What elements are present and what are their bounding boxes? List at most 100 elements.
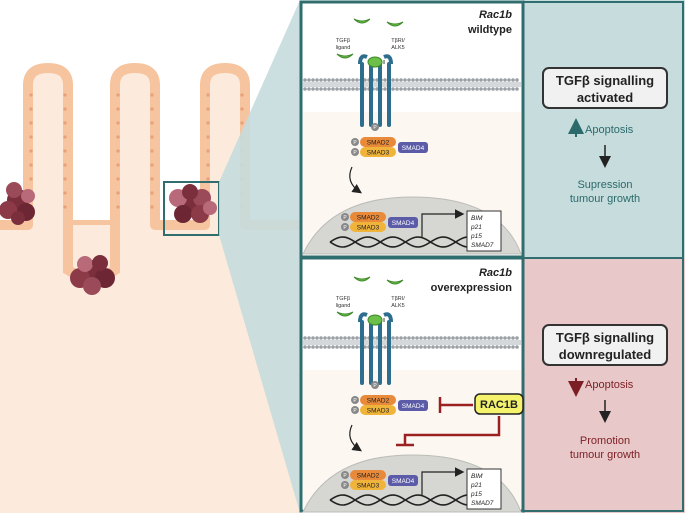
- cyto-smad2: [360, 395, 396, 405]
- membrane-head: [435, 78, 439, 82]
- nuc-smad3: [350, 480, 386, 490]
- ligand-label-2: ligand: [336, 303, 351, 309]
- translocation-arrow: [349, 166, 362, 194]
- membrane-head: [431, 345, 435, 349]
- membrane-head: [351, 336, 355, 340]
- membrane-head: [343, 345, 347, 349]
- membrane-head: [487, 336, 491, 340]
- membrane-head: [303, 336, 307, 340]
- status-activated-line1: TGFβ signalling: [556, 73, 654, 88]
- membrane-head: [395, 345, 399, 349]
- membrane-head: [327, 87, 331, 91]
- tgfb-ligand-icon: [353, 18, 371, 24]
- crypt-cell-dot: [206, 177, 210, 181]
- crypt-cell-dot: [240, 121, 244, 125]
- membrane-head: [503, 87, 507, 91]
- membrane-head: [355, 336, 359, 340]
- bound-ligand-icon: [367, 314, 383, 326]
- crypt-cell-dot: [116, 177, 120, 181]
- membrane-head: [395, 336, 399, 340]
- membrane-head: [363, 78, 367, 82]
- target-gene-label: SMAD7: [471, 242, 494, 249]
- membrane-head: [383, 78, 387, 82]
- receptor-label-1b: ALK5: [391, 303, 404, 309]
- membrane-head: [327, 78, 331, 82]
- cyto-smad2: [360, 137, 396, 147]
- crypt-cell-dot: [150, 135, 154, 139]
- membrane-head: [347, 87, 351, 91]
- membrane-head: [439, 87, 443, 91]
- membrane-head: [511, 87, 515, 91]
- membrane-head: [467, 345, 471, 349]
- status-box-downregulated: [542, 324, 668, 366]
- membrane-head: [399, 345, 403, 349]
- status-activated-line2: activated: [577, 90, 633, 105]
- membrane-head: [319, 78, 323, 82]
- nuc-smad3-label: SMAD3: [357, 225, 380, 232]
- membrane-head: [423, 87, 427, 91]
- membrane-head: [471, 345, 475, 349]
- membrane-head: [407, 336, 411, 340]
- membrane-head: [491, 345, 495, 349]
- membrane-head: [415, 345, 419, 349]
- membrane-head: [435, 87, 439, 91]
- membrane-head: [391, 87, 395, 91]
- receptor-chain: [369, 62, 373, 127]
- dna-strand: [329, 494, 481, 506]
- membrane-head: [311, 87, 315, 91]
- membrane-head: [363, 336, 367, 340]
- crypt-cell-dot: [63, 135, 67, 139]
- membrane-head: [503, 78, 507, 82]
- membrane-head: [439, 345, 443, 349]
- crypt-cell-dot: [116, 163, 120, 167]
- membrane-head: [339, 336, 343, 340]
- membrane-head: [303, 78, 307, 82]
- phospho-icon: [351, 396, 359, 404]
- membrane-head: [439, 336, 443, 340]
- membrane-head: [479, 345, 483, 349]
- membrane-head: [347, 78, 351, 82]
- membrane-head: [419, 78, 423, 82]
- membrane-head: [411, 78, 415, 82]
- target-gene-label: p15: [470, 491, 482, 498]
- membrane-head: [463, 336, 467, 340]
- crypt-cell-dot: [63, 121, 67, 125]
- membrane-head: [451, 336, 455, 340]
- membrane-head: [323, 87, 327, 91]
- crypt-cell-dot: [116, 107, 120, 111]
- nuc-smad2-label: SMAD2: [357, 215, 380, 222]
- crypt-cell-dot: [63, 93, 67, 97]
- phospho-icon: [351, 138, 359, 146]
- crypt-cell-dot: [116, 205, 120, 209]
- membrane-head: [319, 87, 323, 91]
- membrane-head: [323, 78, 327, 82]
- membrane-head: [507, 336, 511, 340]
- membrane-head: [419, 336, 423, 340]
- membrane-head: [403, 87, 407, 91]
- membrane-head: [331, 87, 335, 91]
- mechanism-wildtype: Rac1bwildtypeTGFβligandTβRI/ALK5TβRIIPPP…: [302, 9, 522, 255]
- receptor-arm: [358, 312, 368, 323]
- panel-title-gene: Rac1b: [479, 267, 512, 279]
- target-gene-label: BIM: [471, 473, 483, 480]
- membrane-head: [447, 87, 451, 91]
- membrane-head: [459, 336, 463, 340]
- outcome-bottom-line2: tumour growth: [570, 449, 640, 461]
- target-gene-label: p21: [470, 224, 482, 231]
- phospho-label: P: [353, 140, 357, 146]
- ligand-label-1: TGFβ: [336, 38, 350, 44]
- membrane-head: [423, 78, 427, 82]
- nuc-smad2-label: SMAD2: [357, 473, 380, 480]
- membrane-head: [503, 345, 507, 349]
- crypt-cell-dot: [63, 163, 67, 167]
- zoom-wedge: [219, 0, 300, 513]
- membrane-head: [395, 87, 399, 91]
- membrane-head: [471, 87, 475, 91]
- membrane-head: [511, 336, 515, 340]
- membrane-core: [303, 82, 521, 87]
- membrane-head: [303, 345, 307, 349]
- crypt-cell-dot: [29, 93, 33, 97]
- mechanism-overexpression: Rac1boverexpressionTGFβligandTβRI/ALK5Tβ…: [302, 267, 524, 513]
- nuc-smad4: [388, 217, 418, 228]
